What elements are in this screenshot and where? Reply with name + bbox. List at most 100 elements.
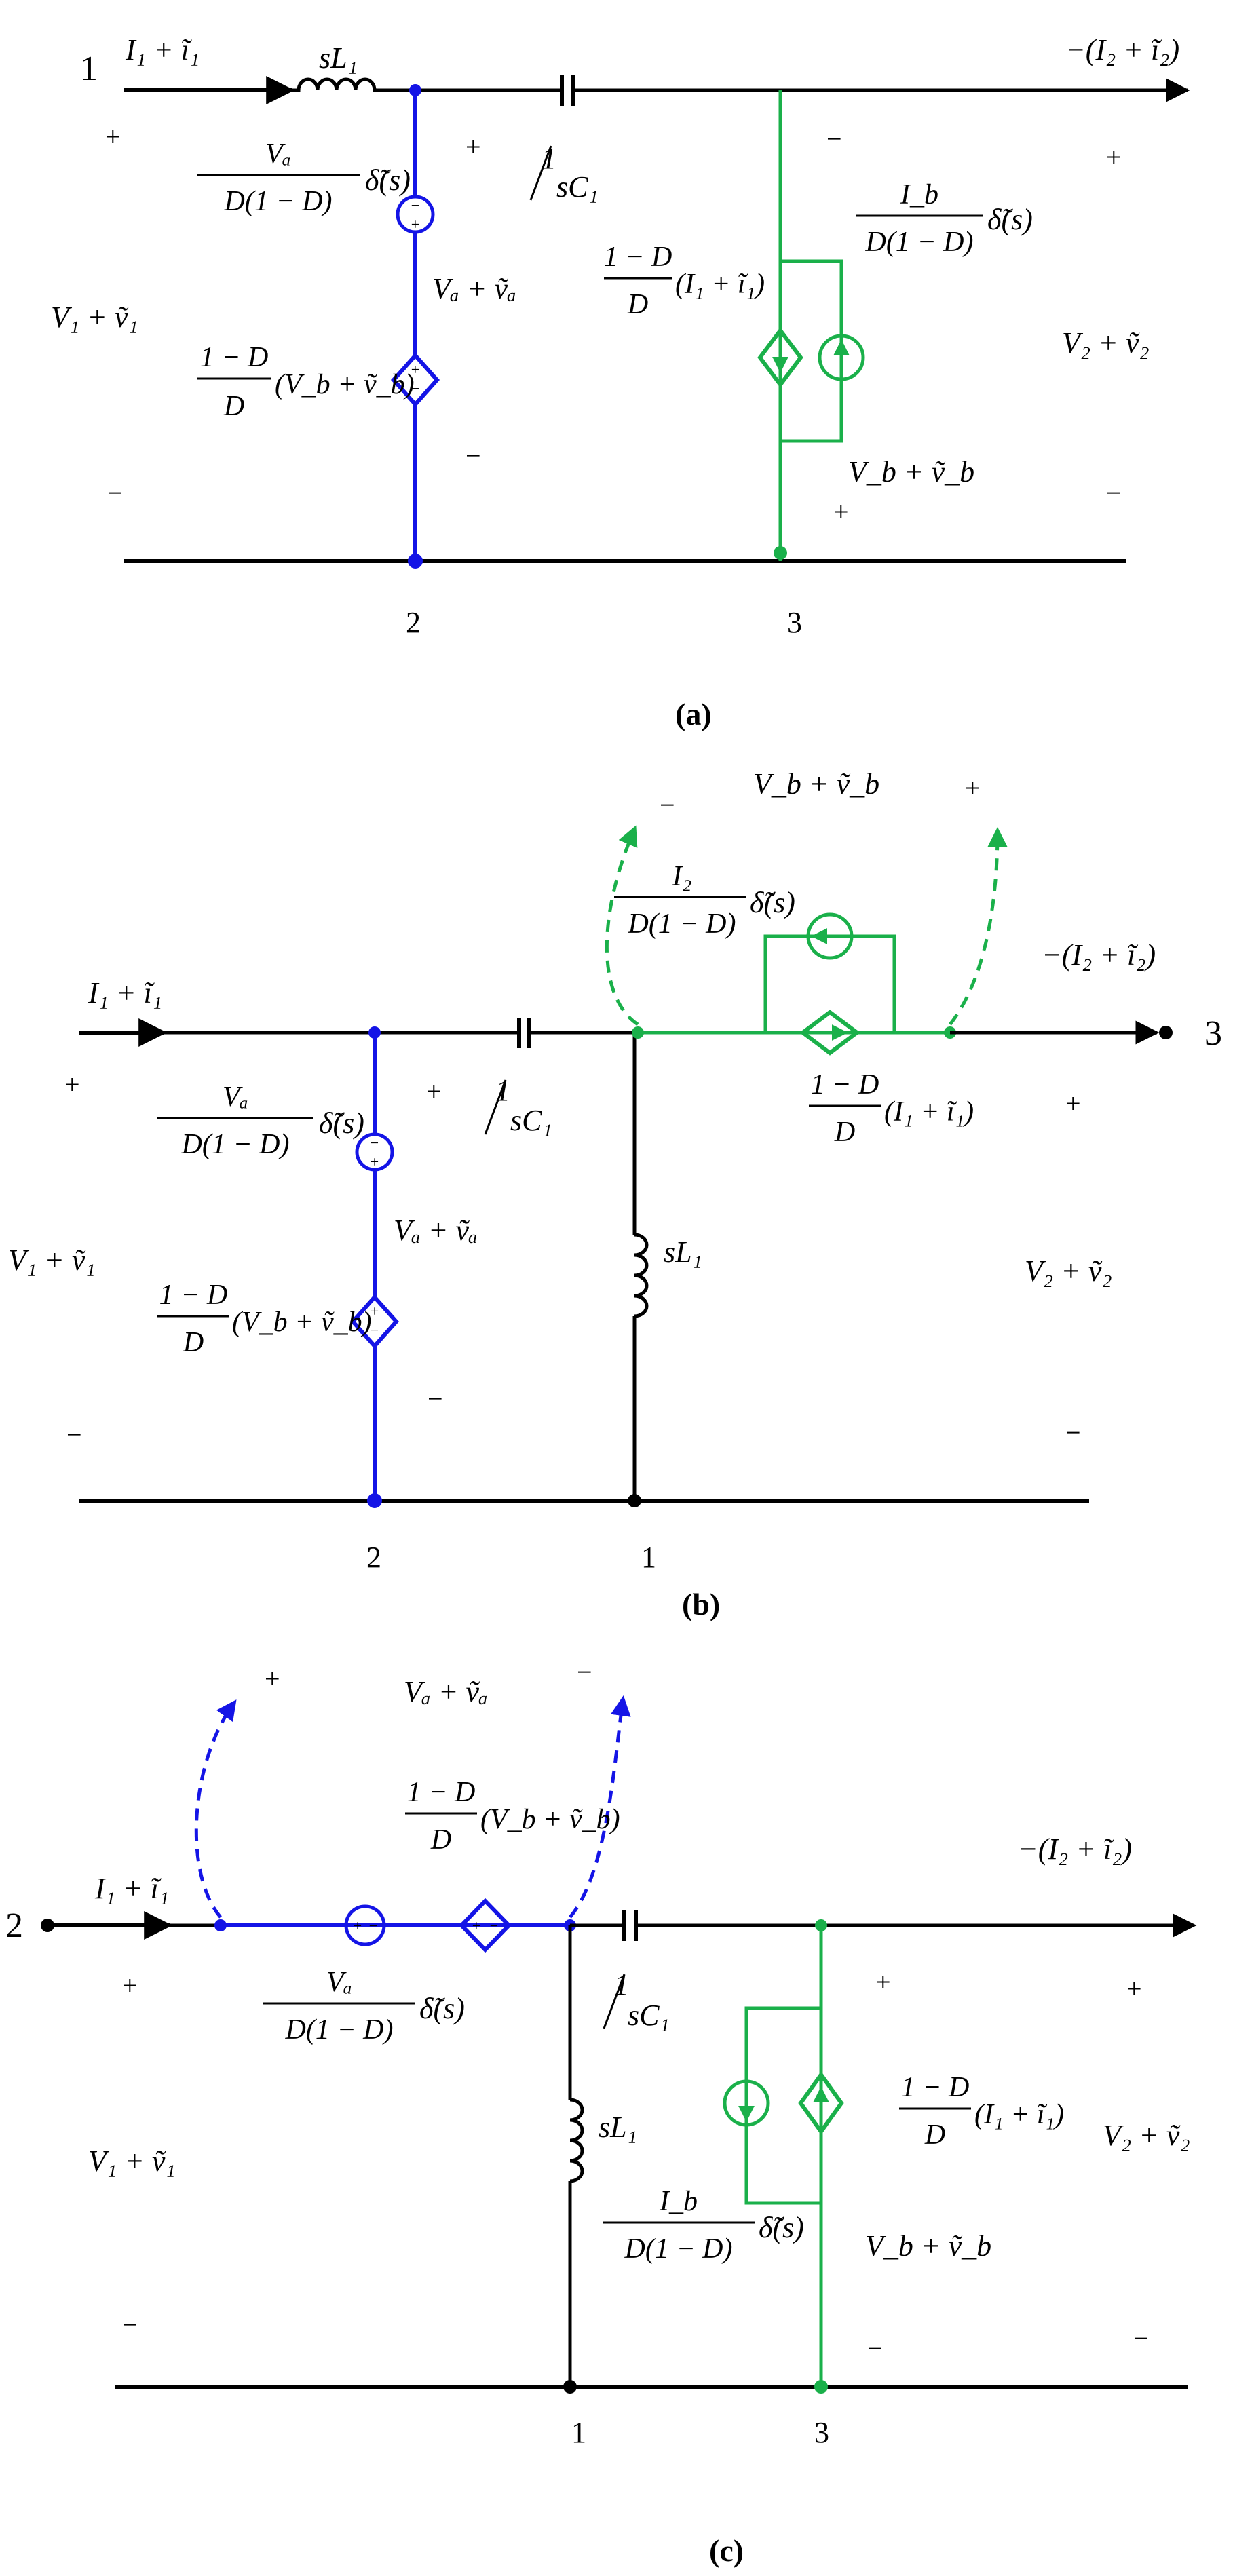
plus-a-vb: + (833, 497, 849, 527)
source-b-i2 (806, 912, 854, 960)
src-c-va-tail: δ̃(s) (419, 1992, 465, 2025)
plus-a-va: + (466, 132, 481, 162)
src-c-ig-tail: (I₁ + ĩ₁) (974, 2099, 1064, 2130)
node-label-c-1: 1 (571, 2416, 586, 2449)
src-a-ib-tail: δ̃(s) (987, 203, 1033, 236)
src-b-va-num: Vₐ (223, 1081, 248, 1113)
inductor-c (569, 2098, 584, 2183)
dashed-arrow-c-left (194, 1699, 237, 1919)
svg-text:+: + (472, 1917, 480, 1934)
plus-c-vb: + (875, 1967, 891, 1997)
minus-c-out: − (1133, 2323, 1149, 2353)
minus-b-va: − (428, 1383, 443, 1414)
node-a-2 (408, 554, 423, 569)
voltage-label-c-out: V₂ + ṽ₂ (1103, 2119, 1190, 2152)
src-c-ig-den: D (924, 2119, 945, 2151)
cap-den-b: sC₁ (510, 1104, 552, 1137)
node-b-2 (367, 1493, 382, 1508)
plus-b-va: + (426, 1076, 442, 1107)
voltage-label-a-va: Vₐ + ṽₐ (432, 272, 516, 305)
source-c-va (344, 1904, 386, 1946)
minus-a-va: − (466, 440, 481, 471)
plus-b-out: + (1065, 1088, 1081, 1119)
src-b-i2-num: I₂ (672, 861, 692, 892)
svg-text:−: − (369, 1917, 377, 1934)
inductor-label-a: sL₁ (319, 41, 358, 75)
voltage-label-b-vb: V_b + ṽ_b (753, 767, 879, 801)
svg-text:+: + (370, 1303, 379, 1320)
inductor-label-c: sL₁ (598, 2111, 637, 2144)
node-label-a-1: 1 (80, 50, 98, 88)
panel-a: − + + − 1 I₁ + ĩ₁ sL₁ −(I₂ + ĩ₂) 1 sC₁ +… (51, 33, 1190, 731)
plus-a-out: + (1106, 142, 1122, 172)
voltage-label-b-out: V₂ + ṽ₂ (1025, 1254, 1112, 1288)
src-a-va-den: D(1 − D) (224, 186, 332, 217)
node-c-blue-left (214, 1919, 227, 1931)
wire-b-green-loop (763, 934, 896, 1033)
wire-c-green-loop (744, 2006, 821, 2205)
plus-b-vb: + (965, 773, 981, 803)
panel-c: + − + − 2 I₁ + ĩ₁ −(I₂ + ĩ₂) + Vₐ + (5, 1657, 1197, 2568)
src-c-dep-tail: (V_b + ṽ_b) (480, 1804, 620, 1835)
voltage-label-c-vb: V_b + ṽ_b (865, 2229, 991, 2263)
dep-source-c-vb (458, 1898, 512, 1953)
node-c-1 (563, 2380, 577, 2394)
src-c-ig-num: 1 − D (901, 2072, 970, 2103)
src-a-va-tail: δ̃(s) (365, 164, 411, 197)
current-label-b-in: I₁ + ĩ₁ (88, 976, 162, 1010)
dep-source-a-ig (757, 327, 803, 388)
src-b-ig-den: D (834, 1117, 855, 1148)
src-b-va-tail: δ̃(s) (319, 1107, 364, 1140)
node-c-green-top (815, 1919, 827, 1931)
node-b-3 (1159, 1026, 1173, 1039)
source-c-ib (723, 2079, 770, 2127)
src-c-va-den: D(1 − D) (285, 2014, 394, 2045)
dashed-arrow-b-left (605, 825, 639, 1026)
cap-den-c: sC₁ (628, 1999, 670, 2032)
svg-text:−: − (370, 1322, 379, 1339)
minus-c-va: − (577, 1657, 592, 1687)
minus-a-out-top: − (826, 123, 842, 154)
voltage-label-b-va: Vₐ + ṽₐ (394, 1214, 478, 1247)
node-label-b-3: 3 (1204, 1014, 1222, 1053)
src-b-ig-num: 1 − D (811, 1069, 879, 1100)
src-b-ig-tail: (I₁ + ĩ₁) (884, 1096, 974, 1128)
caption-a: (a) (675, 697, 712, 731)
node-label-c-2: 2 (5, 1906, 23, 1945)
voltage-label-a-out: V₂ + ṽ₂ (1062, 326, 1150, 360)
panel-b: − + + − I₁ + ĩ₁ −(I₂ + ĩ₂) 3 1 sC₁ sL₁ +… (8, 767, 1222, 1621)
caption-c: (c) (709, 2533, 744, 2568)
src-b-dep-num: 1 − D (159, 1280, 228, 1311)
src-c-dep-num: 1 − D (407, 1777, 476, 1808)
voltage-label-a-in: V₁ + ṽ₁ (51, 301, 138, 334)
node-label-a-2: 2 (406, 606, 421, 639)
svg-text:−: − (370, 1134, 379, 1151)
node-label-b-2: 2 (366, 1541, 381, 1574)
dep-source-c-ig (798, 2071, 844, 2136)
src-c-ib-den: D(1 − D) (624, 2233, 733, 2265)
node-b-top-blue (368, 1026, 381, 1039)
src-c-ib-tail: δ̃(s) (759, 2211, 804, 2244)
src-a-ig-den: D (627, 289, 648, 320)
plus-b-in: + (64, 1069, 80, 1100)
node-a-3 (774, 546, 787, 560)
node-b-1 (628, 1494, 641, 1507)
src-a-ib-den: D(1 − D) (865, 227, 974, 258)
src-c-ib-num: I_b (659, 2186, 698, 2217)
svg-text:−: − (490, 1917, 498, 1934)
plus-c-out: + (1126, 1974, 1142, 2004)
src-a-ib-num: I_b (900, 179, 938, 210)
dashed-arrow-c-right (569, 1695, 631, 1919)
svg-text:+: + (411, 216, 419, 233)
minus-b-vb: − (660, 790, 675, 820)
current-label-c-out: −(I₂ + ĩ₂) (1018, 1832, 1132, 1866)
minus-a-in: − (107, 478, 123, 508)
voltage-label-c-va: Vₐ + ṽₐ (404, 1675, 488, 1708)
current-label-c-in: I₁ + ĩ₁ (94, 1872, 169, 1905)
src-b-i2-tail: δ̃(s) (750, 886, 795, 919)
minus-c-vb: − (867, 2333, 883, 2364)
node-c-3 (814, 2380, 828, 2394)
svg-text:−: − (411, 197, 419, 214)
dep-source-b-ig (799, 1010, 860, 1056)
cap-den-a: sC₁ (556, 170, 598, 204)
